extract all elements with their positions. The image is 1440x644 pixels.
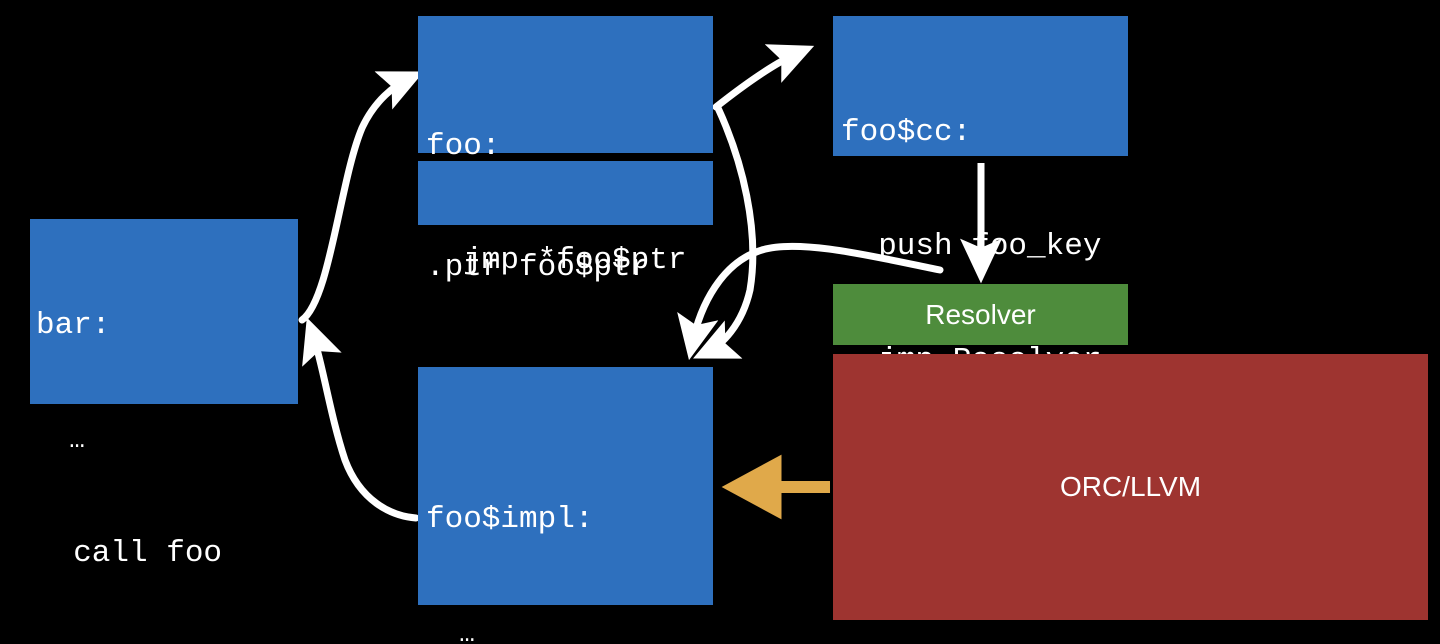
code-block-foo-ptr: .ptr foo$ptr [418, 161, 713, 285]
arrow-foo-to-fooimpl [693, 104, 757, 359]
code-block-foo-impl: foo$impl: … ret [418, 367, 713, 644]
bar-line-2: … [36, 425, 86, 455]
orc-llvm-label: ORC/LLVM [1059, 471, 1202, 502]
foocc-line-1: foo$cc: [841, 115, 972, 150]
node-orc-llvm: ORC/LLVM [833, 354, 1428, 620]
code-block-bar: bar: … call foo … [30, 219, 298, 571]
bar-line-3: call foo [36, 536, 223, 571]
foocc-line-2: push foo_key [841, 229, 1102, 264]
fooimpl-line-2: … [426, 619, 476, 644]
bar-line-1: bar: [36, 308, 111, 343]
foo-line-1: foo: [426, 129, 501, 164]
arrow-bar-to-foo [298, 71, 424, 324]
code-block-foo: foo: jmp *foo$ptr [418, 16, 713, 278]
code-block-foo-cc: foo$cc: push foo_key jmp Resolver [833, 16, 1128, 378]
arrow-fooimpl-to-bar [302, 317, 420, 522]
foo-line-2: jmp *foo$ptr [426, 243, 687, 278]
fooptr-line-1: .ptr foo$ptr [426, 250, 650, 285]
resolver-label: Resolver [925, 298, 1036, 330]
arrow-foo-to-foocc [712, 44, 815, 111]
fooimpl-line-1: foo$impl: [426, 502, 594, 537]
node-resolver: Resolver [833, 284, 1128, 345]
